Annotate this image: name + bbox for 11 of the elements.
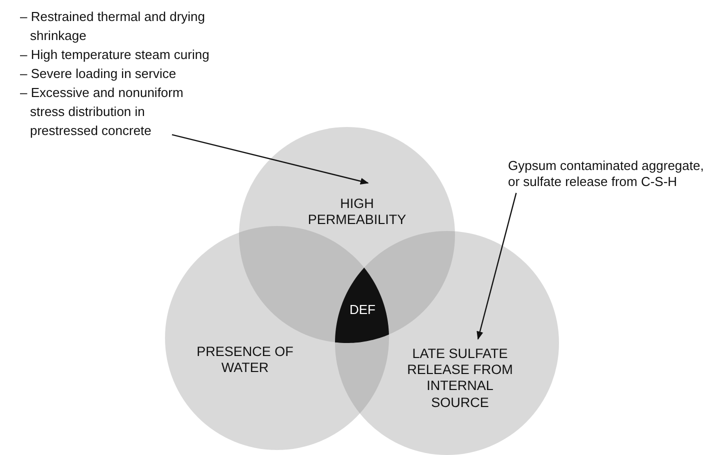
- cause-item: – High temperature steam curing: [20, 46, 210, 64]
- cause-item: – Excessive and nonuniform stress distribution in prestressed concrete: [20, 84, 184, 140]
- circle-label: HIGH PERMEABILITY: [306, 196, 408, 228]
- annotation-text: Gypsum contaminated aggregate, or sulfate release from C-S-H: [508, 158, 705, 190]
- circle-label: PRESENCE OF WATER: [196, 344, 294, 376]
- arrow: [476, 192, 517, 340]
- arrow: [172, 134, 369, 184]
- cause-item: – Restrained thermal and drying shrinkage: [20, 8, 206, 45]
- cause-item: – Severe loading in service: [20, 65, 178, 83]
- intersection-label: DEF: [348, 302, 376, 318]
- circle-label: LATE SULFATE RELEASE FROM INTERNAL SOURCE: [406, 346, 514, 411]
